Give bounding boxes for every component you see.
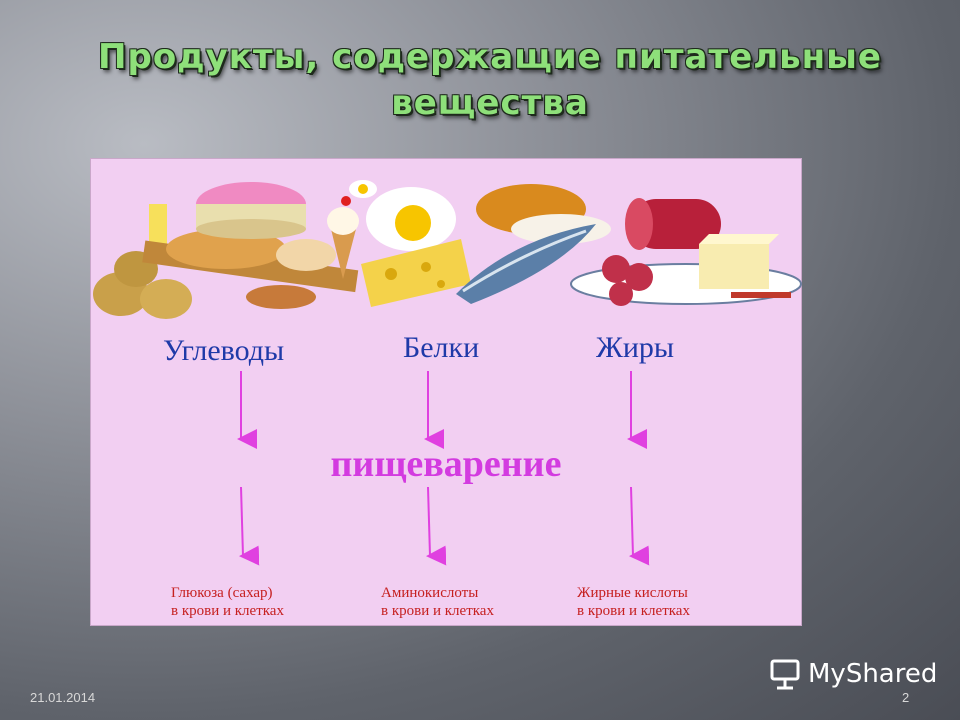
category-carbohydrates: Углеводы — [163, 334, 285, 367]
category-fats: Жиры — [596, 331, 675, 364]
result-carbohydrates-line2: в крови и клетках — [171, 603, 284, 619]
slide-title: Продукты, содержащие питательные веществ… — [98, 37, 882, 123]
brand-name: MyShared — [808, 659, 938, 689]
fat-foods-illustration — [570, 198, 802, 306]
result-carbohydrates-line1: Глюкоза (сахар) — [171, 585, 273, 601]
nutrients-diagram: Углеводы Белки Жиры пищеварение Глюкоза … — [90, 158, 802, 626]
brand-logo[interactable]: MyShared — [768, 656, 937, 692]
category-proteins: Белки — [403, 331, 480, 364]
result-proteins-line1: Аминокислоты — [381, 585, 479, 601]
carbohydrate-foods-illustration — [93, 182, 359, 319]
slide-number: 2 — [902, 690, 910, 705]
result-proteins-line2: в крови и клетках — [381, 603, 494, 619]
arrows — [237, 371, 650, 566]
result-fats-line1: Жирные кислоты — [577, 585, 688, 601]
protein-foods-illustration — [349, 180, 611, 307]
result-fats-line2: в крови и клетках — [577, 603, 690, 619]
slide-date: 21.01.2014 — [30, 690, 96, 705]
presentation-board-icon — [770, 659, 800, 690]
diagram-graphics — [93, 180, 802, 566]
process-label: пищеварение — [330, 443, 562, 485]
